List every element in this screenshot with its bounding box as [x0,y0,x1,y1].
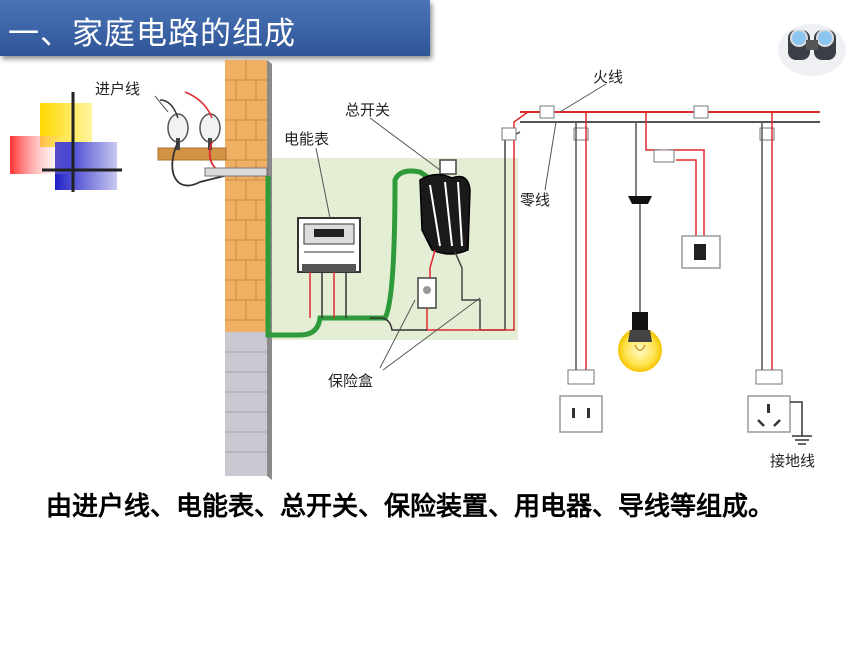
switch-fuse-wires [370,111,529,331]
lamp-wires [635,112,705,318]
electric-meter [297,217,361,273]
label-neutral: 零线 [520,191,550,209]
fuse-box [417,277,437,309]
main-wire [265,168,434,338]
main-switch [419,159,471,255]
socket-two-pin [559,395,603,433]
lamp-junction [653,149,675,163]
leader-lines [154,83,607,371]
drop-wire-neutral [171,141,268,187]
lamp-holder [628,196,652,204]
label-live: 火线 [593,68,623,86]
ground-wire [790,401,812,445]
label-main-switch: 总开关 [345,101,390,119]
junction-boxes [501,105,775,141]
light-switch [681,235,721,269]
insulator-pole [157,113,227,161]
wall-conduit [204,167,268,177]
incoming-wire-live [184,91,213,119]
incoming-wire-neutral [159,99,179,119]
socket-2-junction [755,369,783,385]
summary-text: 由进户线、电能表、总开关、保险装置、用电器、导线等组成。 [46,492,775,522]
light-bulb-icon [618,312,662,372]
label-incoming: 进户线 [95,80,140,98]
binoculars-icon [778,24,846,76]
socket-1-junction [567,369,595,385]
slide-title: 一、家庭电路的组成 [8,16,296,52]
decorative-squares [10,92,122,192]
label-meter: 电能表 [284,130,329,148]
socket-three-pin [747,395,791,433]
label-fuse-box: 保险盒 [328,372,373,390]
label-ground: 接地线 [770,452,815,470]
meter-wires [309,272,347,318]
title-bar: 一、家庭电路的组成 [0,0,430,56]
branch-socket-2-wires [761,112,773,372]
branch-socket-1-wires [575,112,587,372]
brick-wall [225,60,272,480]
